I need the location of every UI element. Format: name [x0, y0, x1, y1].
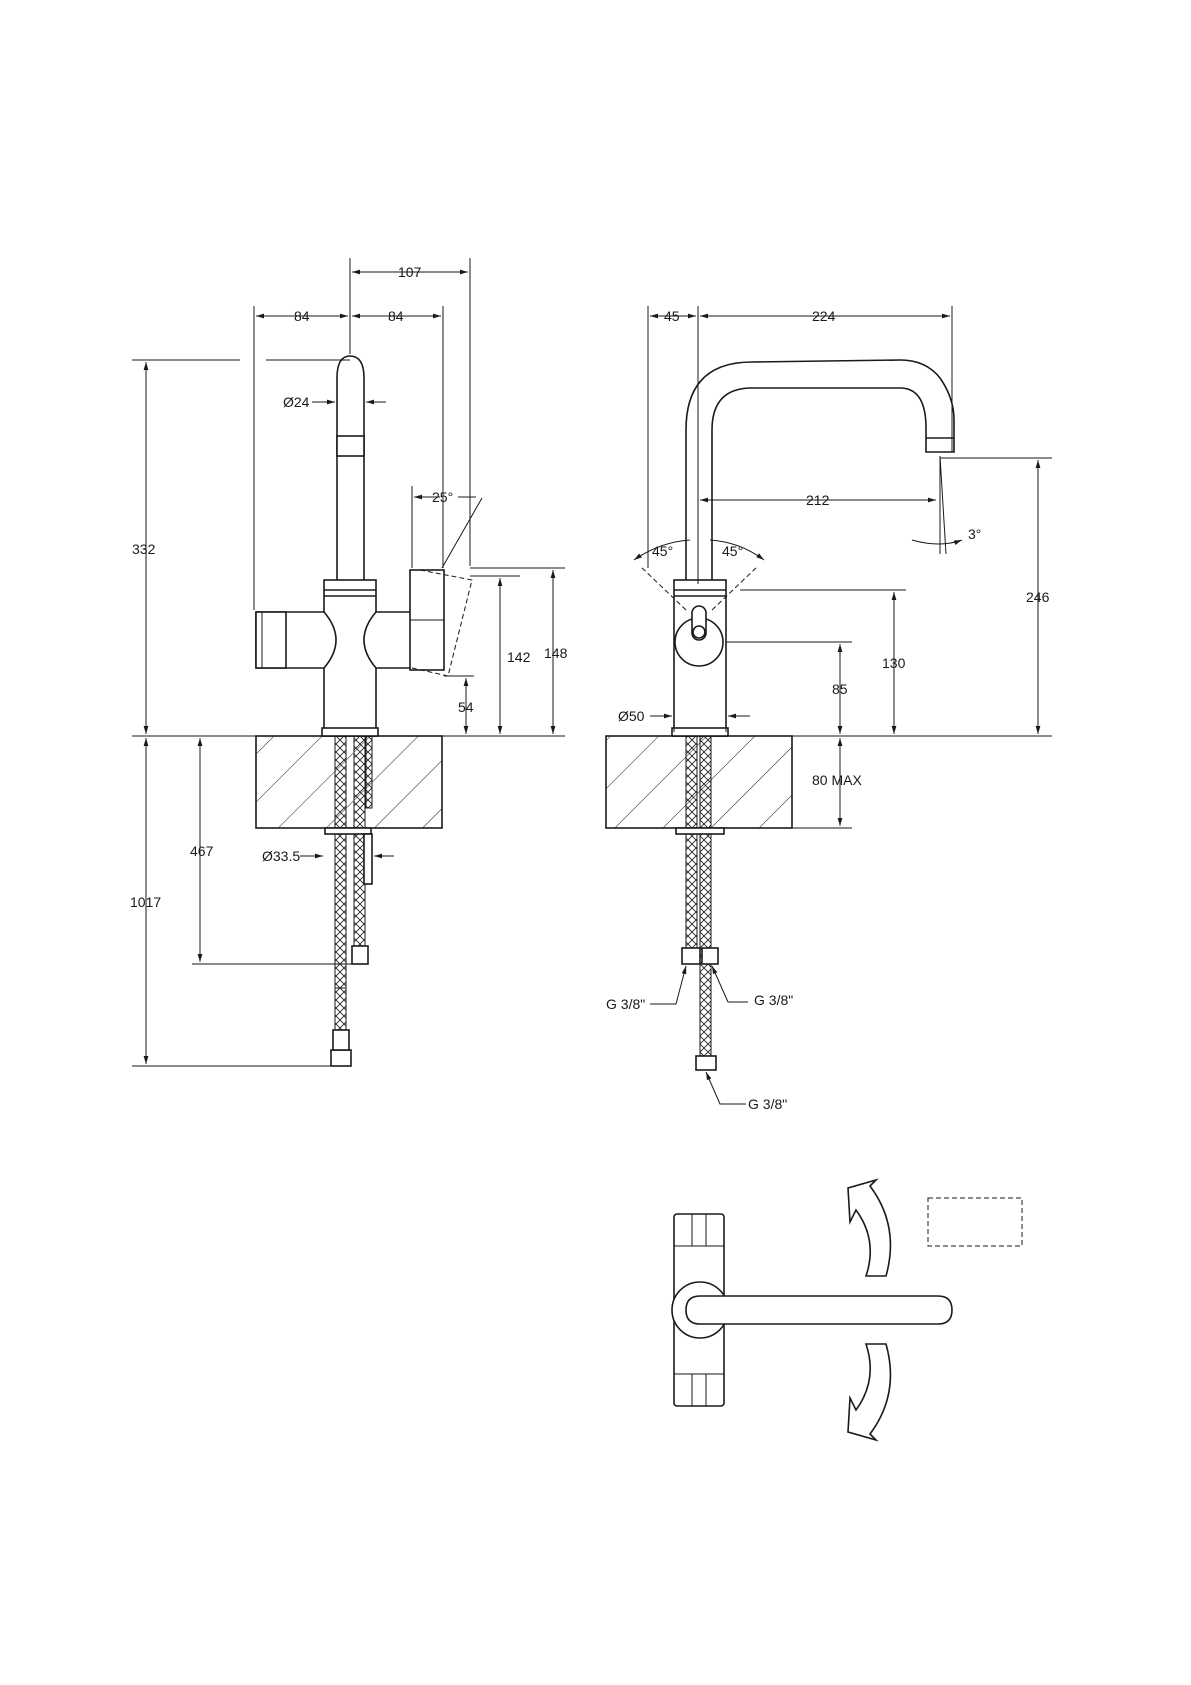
dim-diameter-50: Ø50 [618, 708, 645, 724]
top-view [672, 1180, 1022, 1440]
dim-246: 246 [1026, 589, 1050, 605]
dim-84-left: 84 [294, 308, 310, 324]
dim-148: 148 [544, 645, 568, 661]
dim-54: 54 [458, 699, 474, 715]
dim-1017: 1017 [130, 894, 161, 910]
left-view: 107 84 84 Ø24 25° 332 142 148 54 467 Ø33… [130, 258, 568, 1066]
dim-diameter-24: Ø24 [283, 394, 310, 410]
dim-332: 332 [132, 541, 156, 557]
countertop-section-right [606, 736, 792, 828]
rotate-arrow-up [848, 1180, 890, 1276]
rotate-arrow-down [848, 1344, 890, 1440]
dim-84-right: 84 [388, 308, 404, 324]
lever-handle [686, 1296, 952, 1324]
dim-212: 212 [806, 492, 830, 508]
dim-85: 85 [832, 681, 848, 697]
dimensions-right [606, 306, 1052, 1104]
dim-angle-45-right: 45° [722, 543, 743, 559]
dim-224: 224 [812, 308, 836, 324]
dim-diameter-33-5: Ø33.5 [262, 848, 300, 864]
dashed-indicator-box [928, 1198, 1022, 1246]
dim-angle-45-left: 45° [652, 543, 673, 559]
spout-nozzle [337, 436, 364, 456]
right-handle [364, 612, 412, 668]
dim-45: 45 [664, 308, 680, 324]
dim-130: 130 [882, 655, 906, 671]
right-view: 45 224 212 3° 45° 45° 246 130 85 Ø50 80 … [606, 306, 1052, 1112]
hose-left [335, 736, 346, 988]
dim-467: 467 [190, 843, 214, 859]
dim-107: 107 [398, 264, 422, 280]
dim-80-max: 80 MAX [812, 772, 862, 788]
countertop-section [256, 736, 442, 828]
dim-angle-25: 25° [432, 489, 453, 505]
dim-142: 142 [507, 649, 531, 665]
thread-label-2: G 3/8" [754, 992, 793, 1008]
thread-label-3: G 3/8" [748, 1096, 787, 1112]
thread-label-1: G 3/8" [606, 996, 645, 1012]
spout [337, 356, 364, 583]
dim-angle-3: 3° [968, 526, 981, 542]
